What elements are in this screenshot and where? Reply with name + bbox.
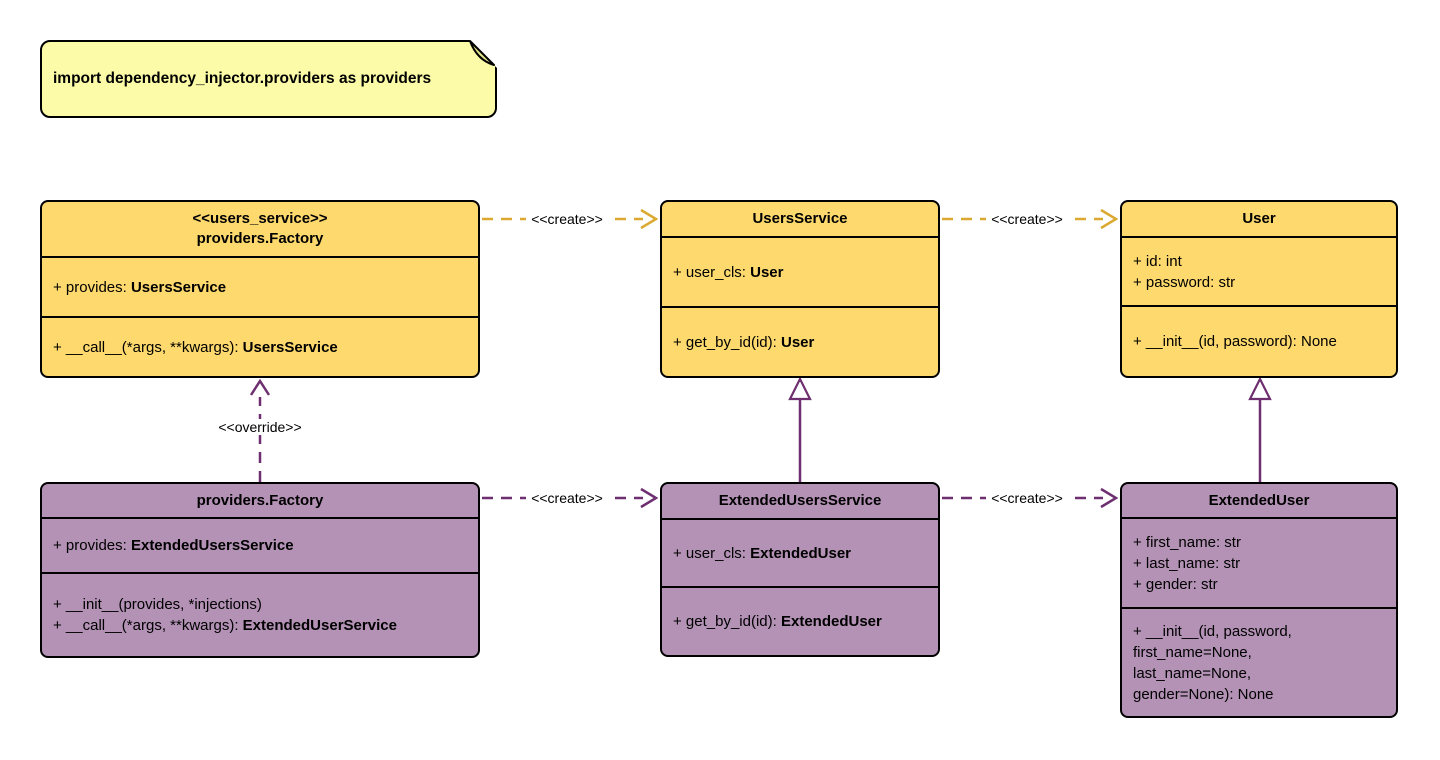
create-label: <<create>> <box>482 488 652 508</box>
generalization-arrow-extendedusersservice <box>785 377 815 482</box>
class-attributes: + provides: UsersService <box>42 258 478 318</box>
class-header: UsersService <box>662 202 938 238</box>
class-header: User <box>1122 202 1396 238</box>
class-methods: + get_by_id(id): User <box>662 308 938 376</box>
attribute: + gender: str <box>1133 575 1218 593</box>
create-label: <<create>> <box>942 209 1112 229</box>
method: + __init__(id, password): None <box>1133 333 1337 350</box>
class-box-extendeduser: ExtendedUser + first_name: str + last_na… <box>1120 482 1398 718</box>
class-methods: + __init__(id, password, first_name=None… <box>1122 609 1396 716</box>
class-box-usersservice: UsersService + user_cls: User + get_by_i… <box>660 200 940 378</box>
class-attributes: + id: int + password: str <box>1122 238 1396 307</box>
override-arrow <box>245 378 275 482</box>
attribute: + first_name: str <box>1133 533 1241 551</box>
method: gender=None): None <box>1133 685 1274 703</box>
method: last_name=None, <box>1133 664 1251 682</box>
override-label: <<override>> <box>180 417 340 437</box>
attribute: + provides: UsersService <box>53 278 227 296</box>
class-methods: + __init__(id, password): None <box>1122 307 1396 376</box>
class-header: providers.Factory <box>42 484 478 519</box>
class-name: ExtendedUser <box>1208 491 1310 509</box>
attribute: + user_cls: User <box>673 263 784 281</box>
class-methods: + get_by_id(id): ExtendedUser <box>662 588 938 655</box>
create-label: <<create>> <box>942 488 1112 508</box>
class-name: providers.Factory <box>196 491 324 509</box>
attribute: + provides: ExtendedUsersService <box>53 537 294 554</box>
class-attributes: + user_cls: User <box>662 238 938 308</box>
method: + __init__(provides, *injections) <box>53 596 262 613</box>
class-name: UsersService <box>752 210 848 227</box>
class-name: providers.Factory <box>196 230 324 247</box>
note-fold-icon <box>469 40 497 68</box>
method: first_name=None, <box>1133 643 1252 661</box>
class-attributes: + first_name: str + last_name: str + gen… <box>1122 519 1396 609</box>
method: + get_by_id(id): ExtendedUser <box>673 613 882 630</box>
class-attributes: + user_cls: ExtendedUser <box>662 520 938 588</box>
class-name: ExtendedUsersService <box>718 492 882 509</box>
method: + get_by_id(id): User <box>673 333 815 351</box>
class-stereotype: <<users_service>> <box>192 210 328 227</box>
class-box-extended-factory: providers.Factory + provides: ExtendedUs… <box>40 482 480 658</box>
class-attributes: + provides: ExtendedUsersService <box>42 519 478 574</box>
attribute: + password: str <box>1133 273 1236 291</box>
method: + __init__(id, password, <box>1133 622 1292 640</box>
create-label: <<create>> <box>482 209 652 229</box>
class-box-users-service-factory: <<users_service>> providers.Factory + pr… <box>40 200 480 378</box>
class-methods: + __call__(*args, **kwargs): UsersServic… <box>42 318 478 376</box>
method: + __call__(*args, **kwargs): ExtendedUse… <box>53 617 397 634</box>
class-box-user: User + id: int + password: str + __init_… <box>1120 200 1398 378</box>
attribute: + last_name: str <box>1133 554 1241 572</box>
method: + __call__(*args, **kwargs): UsersServic… <box>53 338 338 356</box>
class-header: ExtendedUser <box>1122 484 1396 519</box>
note: import dependency_injector.providers as … <box>40 40 497 118</box>
class-header: ExtendedUsersService <box>662 484 938 520</box>
attribute: + id: int <box>1133 252 1182 270</box>
class-name: User <box>1242 210 1276 227</box>
generalization-arrow-extendeduser <box>1245 377 1275 482</box>
class-header: <<users_service>> providers.Factory <box>42 202 478 258</box>
class-box-extendedusersservice: ExtendedUsersService + user_cls: Extende… <box>660 482 940 657</box>
class-methods: + __init__(provides, *injections) + __ca… <box>42 574 478 656</box>
attribute: + user_cls: ExtendedUser <box>673 544 851 562</box>
note-text: import dependency_injector.providers as … <box>53 70 432 87</box>
